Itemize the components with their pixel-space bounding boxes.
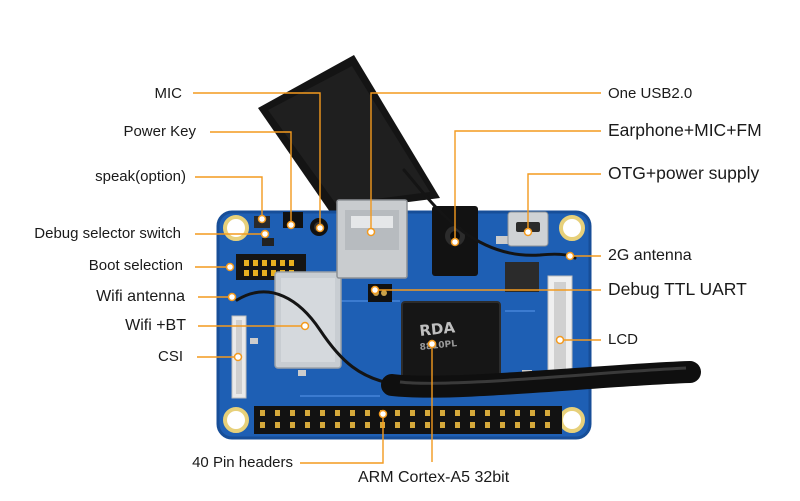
cpu-chip: RDA 8810PL bbox=[401, 301, 501, 379]
header-pin bbox=[530, 422, 535, 428]
header-pin bbox=[515, 422, 520, 428]
header-pin bbox=[500, 422, 505, 428]
header-pin bbox=[275, 410, 280, 416]
header-pin bbox=[485, 422, 490, 428]
header-pin bbox=[395, 422, 400, 428]
header-pin bbox=[305, 410, 310, 416]
label-wifi-antenna: Wifi antenna bbox=[96, 288, 185, 305]
header-pin bbox=[365, 422, 370, 428]
header-pin bbox=[470, 410, 475, 416]
header-pin bbox=[350, 410, 355, 416]
label-otg: OTG+power supply bbox=[608, 163, 760, 183]
header-pin bbox=[275, 422, 280, 428]
label-pin-headers: 40 Pin headers bbox=[192, 454, 293, 471]
header-pin bbox=[410, 410, 415, 416]
label-mic: MIC bbox=[154, 85, 183, 102]
header-pin bbox=[470, 422, 475, 428]
label-arm: ARM Cortex-A5 32bit bbox=[358, 469, 510, 486]
header-pin bbox=[290, 422, 295, 428]
header-pin bbox=[320, 422, 325, 428]
label-speak: speak(option) bbox=[95, 168, 186, 185]
label-boot-selection: Boot selection bbox=[88, 257, 183, 274]
label-csi: CSI bbox=[157, 348, 183, 365]
header-pin bbox=[350, 422, 355, 428]
leader-dots bbox=[225, 214, 575, 419]
leader-lines bbox=[193, 92, 601, 464]
header-pin bbox=[440, 422, 445, 428]
header-pin bbox=[425, 410, 430, 416]
chip-brand-text: RDA bbox=[419, 318, 457, 340]
header-pin bbox=[500, 410, 505, 416]
header-pin bbox=[425, 422, 430, 428]
antenna-cables bbox=[235, 168, 577, 387]
mic-antenna-flex bbox=[258, 55, 440, 212]
header-pin bbox=[335, 410, 340, 416]
header-pin bbox=[395, 410, 400, 416]
label-power-key: Power Key bbox=[123, 123, 196, 140]
label-earphone: Earphone+MIC+FM bbox=[608, 120, 762, 140]
header-pin bbox=[440, 410, 445, 416]
header-pin bbox=[455, 422, 460, 428]
header-pin bbox=[410, 422, 415, 428]
label-wifi-bt: Wifi +BT bbox=[125, 317, 186, 334]
header-pin bbox=[260, 422, 265, 428]
header-pin bbox=[365, 410, 370, 416]
header-pin bbox=[305, 422, 310, 428]
header-pin bbox=[335, 422, 340, 428]
header-pin bbox=[485, 410, 490, 416]
label-debug-uart: Debug TTL UART bbox=[608, 279, 747, 299]
header-pin bbox=[515, 410, 520, 416]
wifi-bt-module bbox=[274, 271, 342, 369]
label-lcd: LCD bbox=[608, 331, 639, 348]
header-pin bbox=[530, 410, 535, 416]
label-usb: One USB2.0 bbox=[608, 85, 693, 102]
pin-header-40 bbox=[254, 406, 562, 434]
usb-port bbox=[336, 199, 408, 279]
label-debug-selector: Debug selector switch bbox=[34, 225, 181, 242]
header-pin bbox=[455, 410, 460, 416]
debug-uart-header bbox=[368, 284, 392, 302]
header-pin bbox=[545, 422, 550, 428]
header-pin bbox=[545, 410, 550, 416]
stick-antenna bbox=[381, 361, 701, 398]
header-pin bbox=[290, 410, 295, 416]
label-2g-antenna: 2G antenna bbox=[608, 247, 692, 264]
header-pin bbox=[260, 410, 265, 416]
header-pin bbox=[320, 410, 325, 416]
